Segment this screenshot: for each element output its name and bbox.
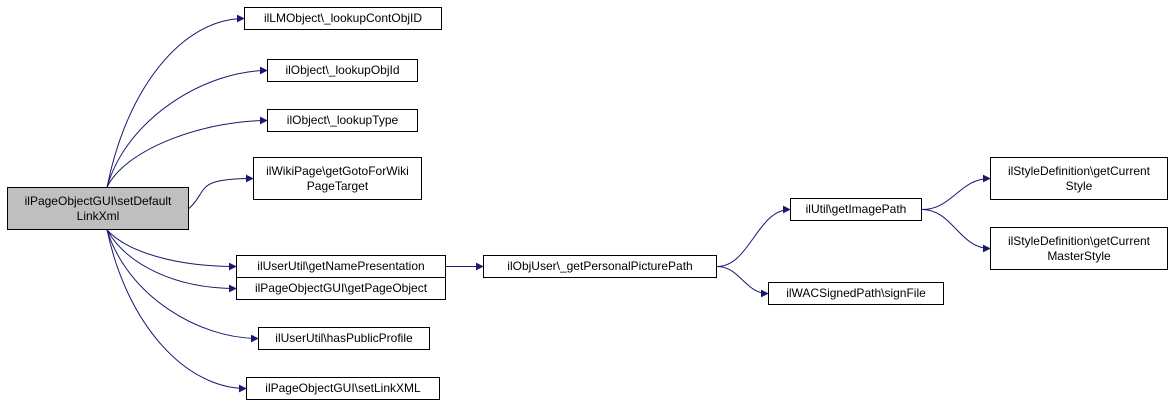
- node-sign-file[interactable]: ilWACSignedPath\signFile: [768, 282, 944, 305]
- node-label-line: ilPageObjectGUI\setLinkXML: [265, 381, 421, 395]
- node-label-line: ilObjUser\_getPersonalPicturePath: [507, 259, 693, 273]
- node-lookup-cont-obj-id[interactable]: ilLMObject\_lookupContObjID: [244, 7, 442, 30]
- node-label-line: LinkXml: [76, 208, 120, 223]
- node-label-line: ilUtil\getImagePath: [805, 202, 907, 216]
- node-get-name-presentation[interactable]: ilUserUtil\getNamePresentation: [236, 255, 446, 278]
- node-get-page-object[interactable]: ilPageObjectGUI\getPageObject: [236, 277, 446, 300]
- node-label-line: ilUserUtil\getNamePresentation: [257, 259, 425, 273]
- node-label-line: ilPageObjectGUI\setDefault: [24, 193, 172, 208]
- node-label-line: ilPageObjectGUI\getPageObject: [254, 281, 428, 295]
- node-lookup-type[interactable]: ilObject\_lookupType: [267, 109, 418, 132]
- node-set-link-xml[interactable]: ilPageObjectGUI\setLinkXML: [246, 377, 440, 400]
- node-label-line: ilWikiPage\getGotoForWiki: [266, 163, 409, 178]
- node-label-line: ilObject\_lookupType: [286, 113, 399, 127]
- node-label-line: PageTarget: [306, 178, 369, 193]
- node-label-line: MasterStyle: [1047, 248, 1111, 263]
- edge-n10-to-n13: [921, 209, 991, 253]
- edge-root-to-n3: [106, 116, 268, 188]
- node-has-public-profile[interactable]: ilUserUtil\hasPublicProfile: [258, 327, 430, 350]
- node-label-line: ilStyleDefinition\getCurrent: [1007, 163, 1151, 178]
- node-label-line: Style: [1065, 178, 1093, 193]
- node-label-line: ilLMObject\_lookupContObjID: [263, 11, 423, 25]
- edge-n10-to-n12: [921, 174, 991, 210]
- edge-root-to-n4: [188, 174, 254, 209]
- edge-root-to-n5: [106, 229, 237, 271]
- node-get-image-path[interactable]: ilUtil\getImagePath: [790, 198, 922, 221]
- edge-root-to-n7: [106, 229, 259, 343]
- node-label-line: ilUserUtil\hasPublicProfile: [275, 331, 413, 345]
- edge-root-to-n6: [106, 229, 237, 293]
- edge-root-to-n2: [106, 66, 268, 188]
- edge-root-to-n1: [106, 14, 245, 188]
- node-get-personal-picture-path[interactable]: ilObjUser\_getPersonalPicturePath: [483, 255, 717, 278]
- node-label-line: ilStyleDefinition\getCurrent: [1007, 233, 1151, 248]
- node-label-line: ilObject\_lookupObjId: [285, 63, 400, 77]
- edge-n9-to-n11: [716, 266, 769, 298]
- node-label-line: ilWACSignedPath\signFile: [786, 286, 926, 300]
- edge-n9-to-n10: [716, 205, 791, 267]
- edge-root-to-n8: [106, 229, 247, 393]
- node-lookup-obj-id[interactable]: ilObject\_lookupObjId: [267, 59, 418, 82]
